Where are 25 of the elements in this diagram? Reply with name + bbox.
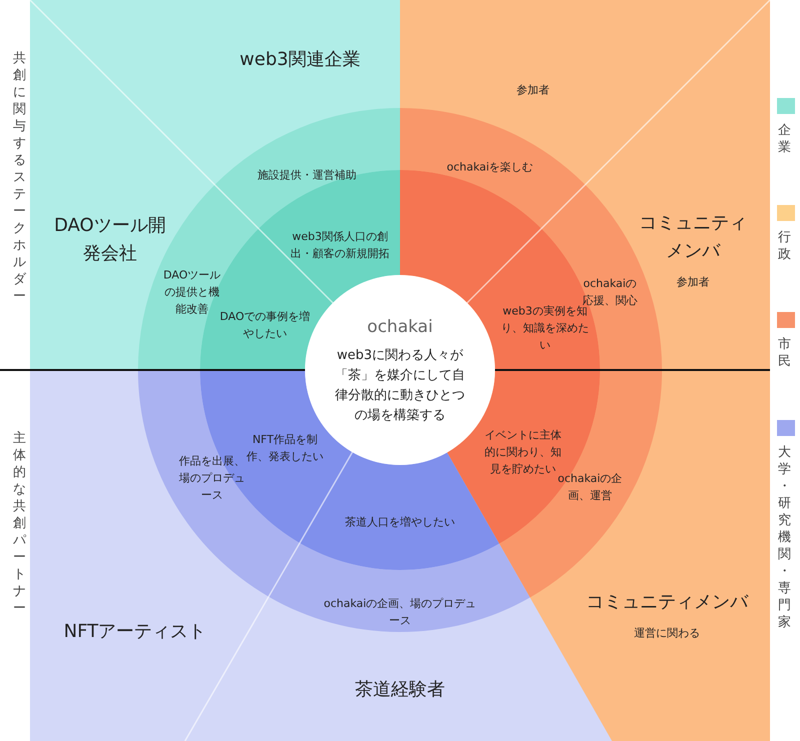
stakeholder-label: DAOツール開発会社 xyxy=(50,212,170,268)
stakeholder-label: 茶道経験者 xyxy=(300,676,500,704)
mission-text: web3に関わる人々が「茶」を媒介にして自律分散的に動きひとつの場を構築する xyxy=(334,346,466,426)
legend-text: 大学・研究機関・専門家 xyxy=(777,444,792,631)
legend-text: 行政 xyxy=(777,229,792,263)
center-title: ochakai xyxy=(366,316,434,339)
role-text: 参加者 xyxy=(493,81,573,99)
legend-text: 市民 xyxy=(777,336,792,370)
stakeholder-label: コミュニティメンバ xyxy=(638,212,748,264)
role-text: 運営に関わる xyxy=(633,625,701,642)
axis-label: 共創に関与するステークホルダー xyxy=(12,50,27,305)
role-text: 参加者 xyxy=(676,274,710,290)
role-text: 施設提供・運営補助 xyxy=(257,166,357,184)
stakeholder-label: NFTアーティスト xyxy=(35,618,235,646)
axis-label: 主体的な共創パートナー xyxy=(12,430,27,617)
role-text: 茶道人口を増やしたい xyxy=(330,513,470,531)
stakeholder-label: コミュニティメンバ xyxy=(585,590,750,615)
role-text: ochakaiの企画、場のプロデュース xyxy=(320,594,480,630)
role-text: DAOでの事例を増やしたい xyxy=(217,308,313,342)
role-text: ochakaiを楽しむ xyxy=(430,158,550,176)
legend-text: 企業 xyxy=(777,122,792,156)
stakeholder-label: web3関連企業 xyxy=(210,46,390,74)
role-text: NFT作品を制作、発表したい xyxy=(242,430,328,466)
role-text: ochakaiの企画、運営 xyxy=(550,470,630,504)
role-text: web3関係人口の創出・顧客の新規開拓 xyxy=(290,228,390,262)
